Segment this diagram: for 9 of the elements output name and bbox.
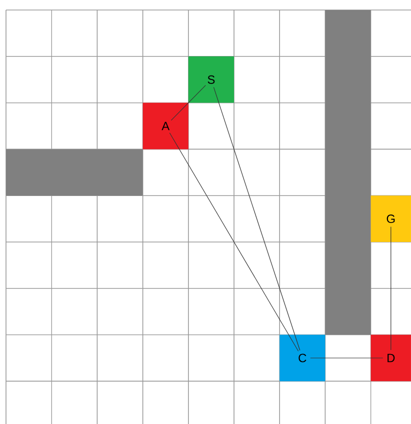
connector-line [213, 86, 300, 351]
grid-cell: S [188, 56, 234, 103]
grid-cell: G [370, 196, 411, 242]
connector-line [390, 226, 392, 350]
grid-cell: C [280, 334, 326, 382]
grid-cell: D [370, 334, 411, 382]
grid-cell: A [142, 102, 188, 150]
connector-line [169, 132, 299, 352]
connector-line [170, 85, 206, 121]
